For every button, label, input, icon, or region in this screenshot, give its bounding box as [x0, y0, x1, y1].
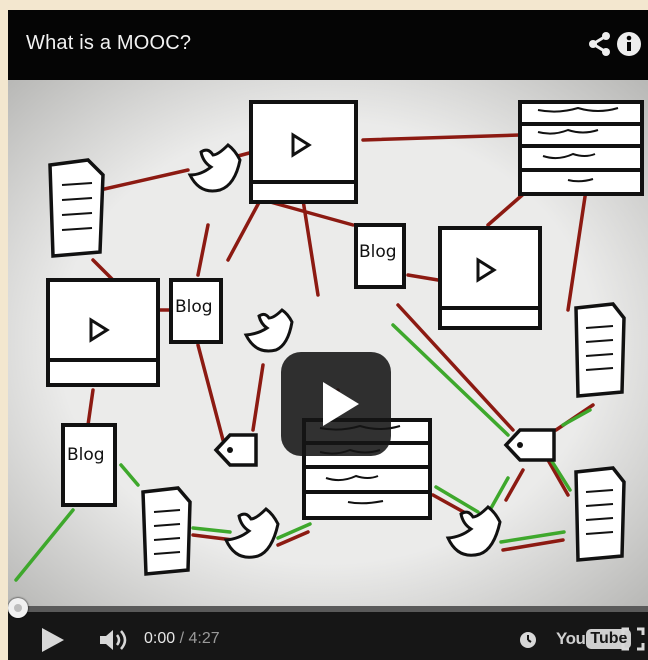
play-icon[interactable]: [38, 626, 66, 654]
volume-icon[interactable]: [98, 626, 132, 654]
current-time: 0:00: [144, 630, 176, 647]
play-icon: [323, 382, 359, 426]
logo-text-tube: Tube: [586, 629, 632, 649]
logo-text-you: You: [556, 629, 586, 648]
fullscreen-icon[interactable]: [620, 626, 646, 652]
video-player: What is a MOOC?: [8, 10, 648, 660]
blog-label: Blog: [359, 242, 397, 262]
video-frame[interactable]: Blog Blog Blog: [8, 80, 648, 606]
clock-icon[interactable]: [518, 630, 538, 650]
blog-label: Blog: [67, 445, 105, 465]
progress-bar[interactable]: [8, 598, 648, 618]
info-icon[interactable]: [615, 28, 643, 60]
total-time: / 4:27: [175, 630, 220, 647]
share-icon[interactable]: [586, 28, 614, 60]
video-title[interactable]: What is a MOOC?: [26, 32, 192, 54]
mooc-network-illustration: Blog Blog Blog: [8, 80, 648, 606]
blog-label: Blog: [175, 297, 213, 317]
title-bar: What is a MOOC?: [8, 10, 648, 80]
big-play-button[interactable]: [281, 352, 391, 456]
time-display: 0:00 / 4:27: [144, 630, 220, 648]
progress-scrubber[interactable]: [8, 598, 28, 618]
